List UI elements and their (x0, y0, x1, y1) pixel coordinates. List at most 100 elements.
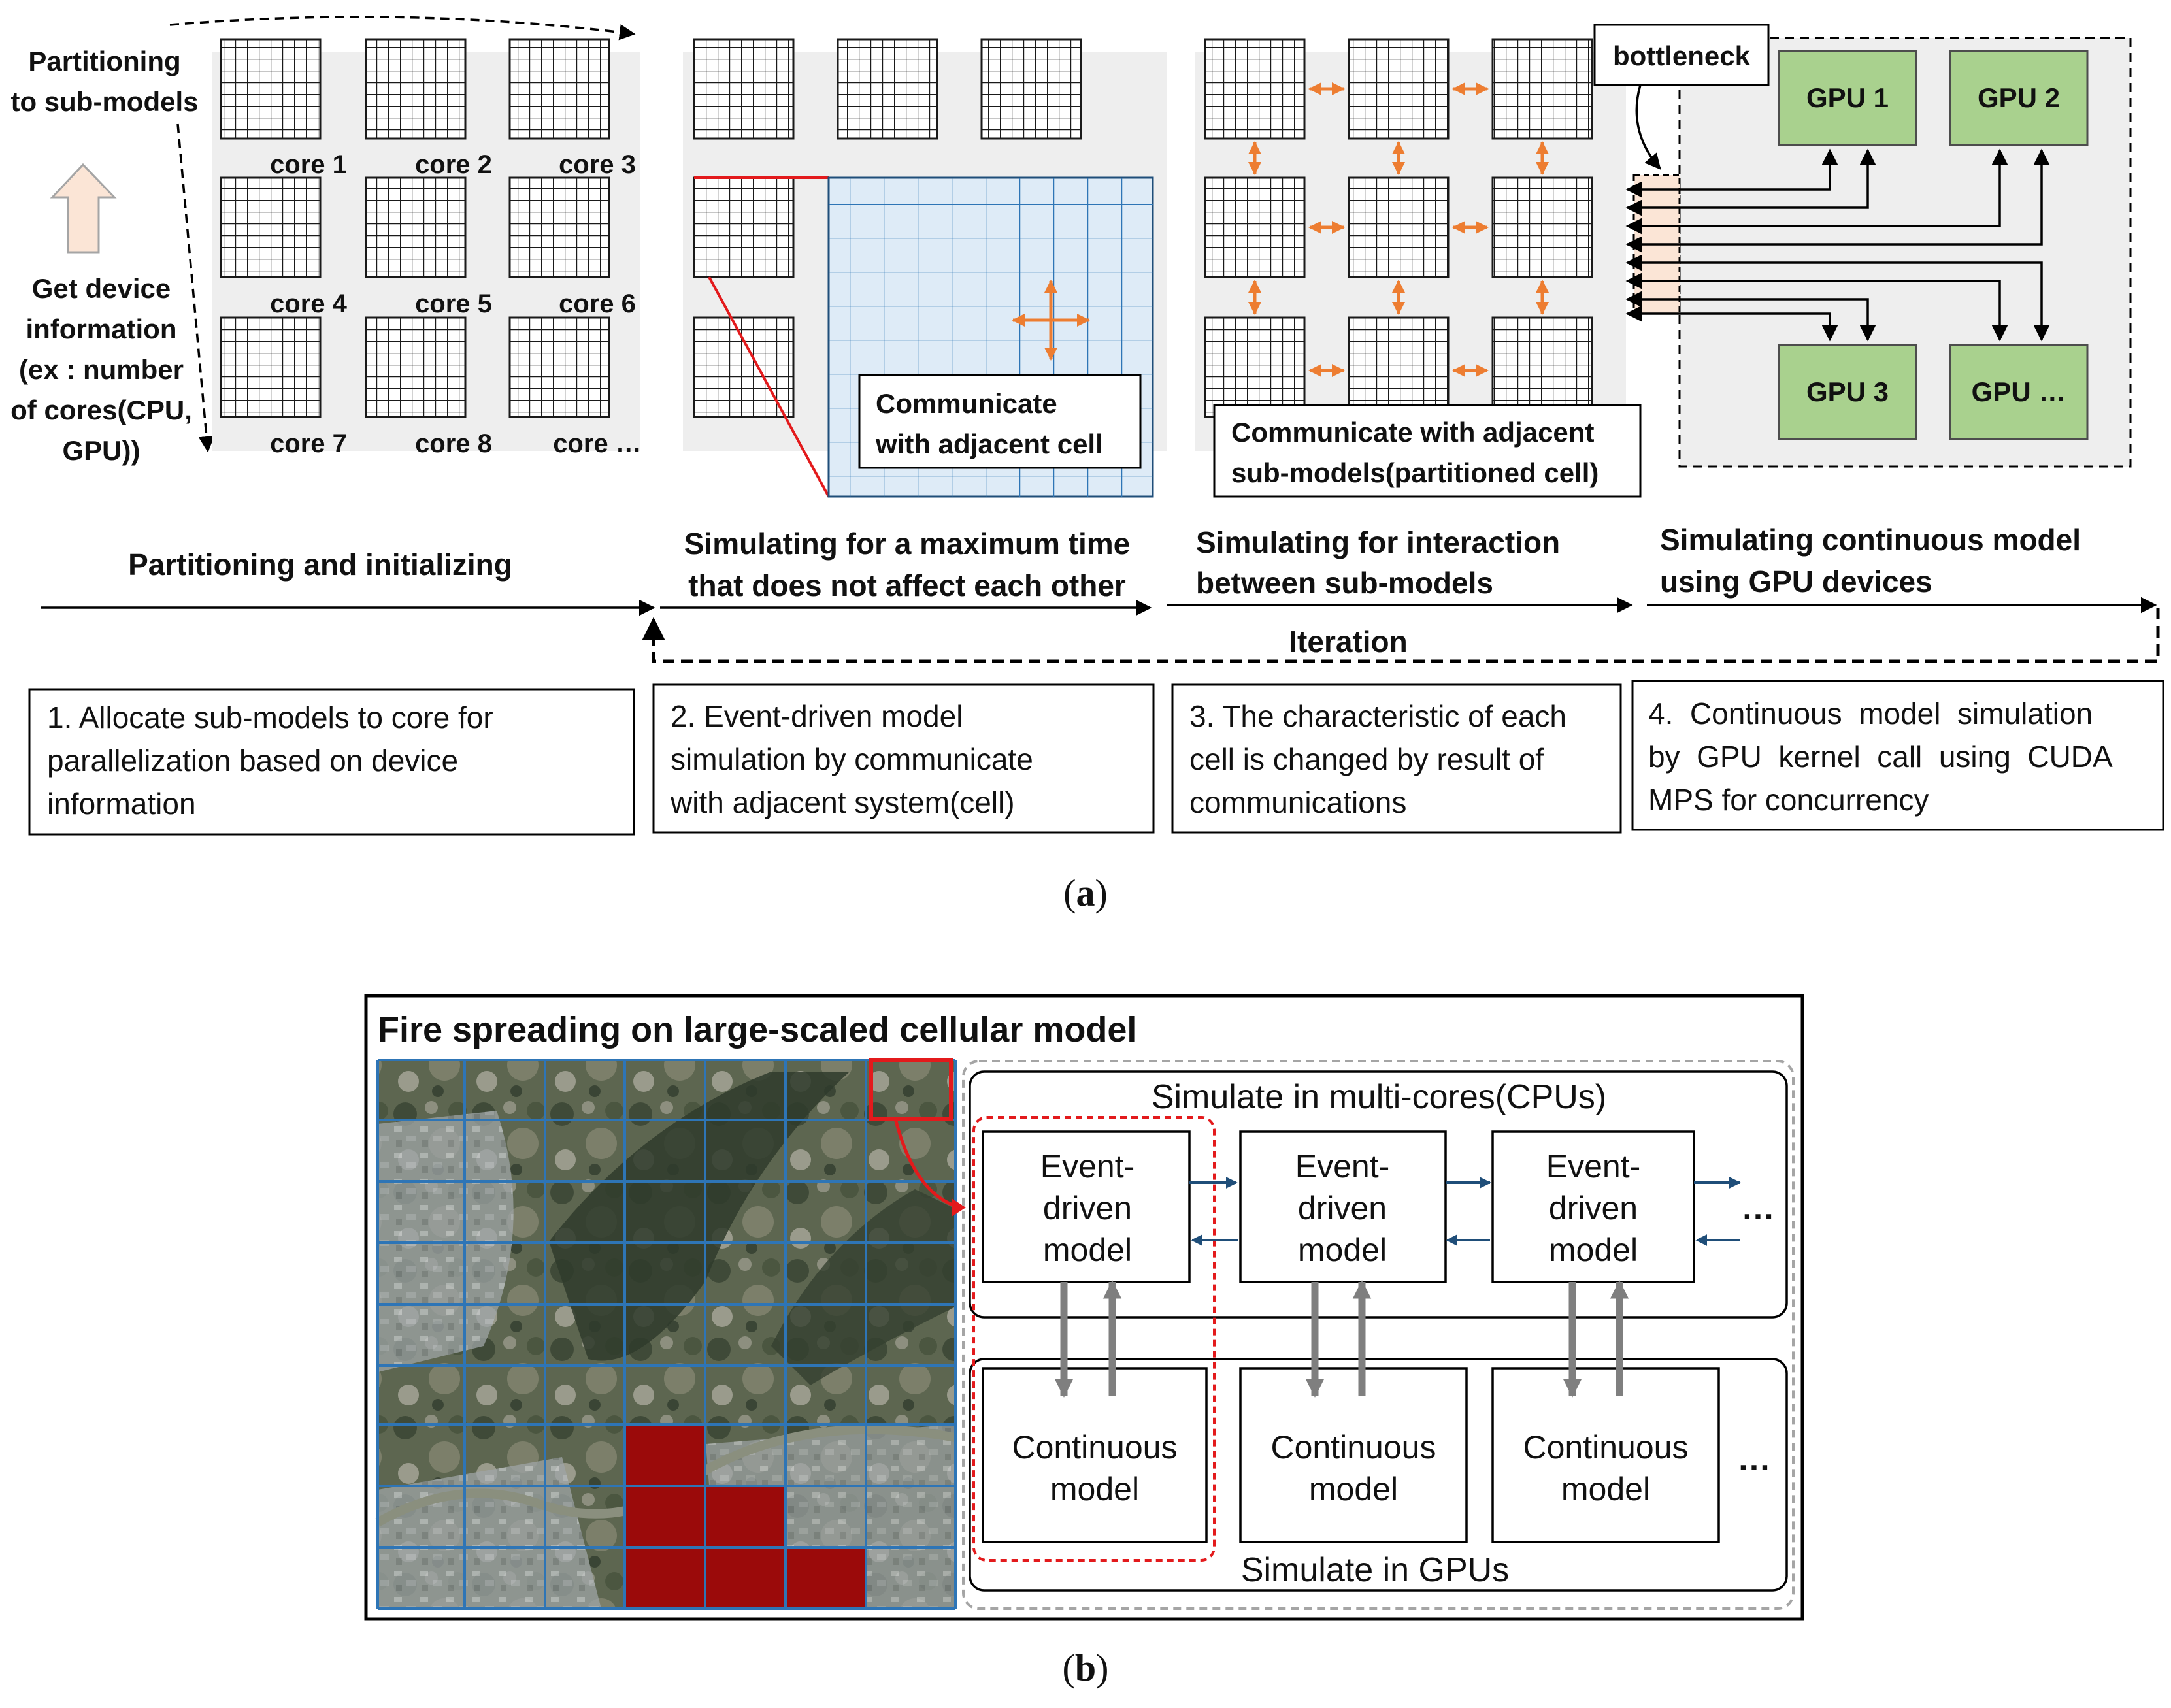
interaction-section: Communicate with adjacent sub-models(par… (1195, 38, 1642, 498)
gpu-bus-line (1625, 291, 1876, 342)
sub-model-block-grid (1205, 318, 1304, 417)
step-1-line1: 1. Allocate sub-models to core for (47, 700, 493, 734)
core-label: core 7 (270, 429, 347, 458)
selected-cell (869, 1058, 953, 1121)
gpu-1-box (1778, 50, 1917, 146)
continuous-model-2-line1: Continuous (1271, 1429, 1436, 1466)
caption-a-open: ( (1063, 872, 1076, 914)
gpu-bus-line (1625, 148, 2050, 253)
communicate-submodels-line1: Communicate with adjacent (1231, 417, 1594, 448)
core-block-grid (221, 39, 320, 139)
caption-a: (a) (1063, 872, 1108, 914)
event-ellipsis: … (1741, 1189, 1775, 1227)
gpu-group-label: Simulate in GPUs (1241, 1551, 1509, 1589)
phase-4-label-line1: Simulating continuous model (1660, 523, 2081, 557)
sub-model-block-grid (838, 39, 937, 139)
sub-model-block-grid (982, 39, 1081, 139)
selected-cell-arrow (893, 1118, 961, 1209)
gpu-section: bottleneck GPU 1 GPU 2 GPU 3 GPU … (1593, 24, 2132, 468)
gpu-3-label: GPU 3 (1806, 376, 1889, 407)
event-model-1-line1: Event- (1040, 1148, 1135, 1185)
core-block-grid (366, 318, 465, 417)
selected-cell-arrowhead (952, 1198, 966, 1217)
caption-a-close: ) (1095, 872, 1108, 914)
continuous-model-1 (982, 1367, 1208, 1543)
event-model-2-line1: Event- (1295, 1148, 1390, 1185)
continuous-ellipsis: … (1737, 1440, 1771, 1478)
sub-model-block-grid (694, 178, 793, 277)
device-note-line5: GPU)) (63, 435, 141, 466)
phase-2-label-line1: Simulating for a maximum time (684, 527, 1130, 561)
sub-model-block-grid (1205, 178, 1304, 277)
sub-model-block-grid (1205, 39, 1304, 139)
core-label: core 6 (559, 289, 636, 318)
map-forest-band (771, 1189, 955, 1385)
caption-b: (b) (1063, 1647, 1109, 1689)
gpu-2-label: GPU 2 (1978, 82, 2060, 113)
sub-model-block-grid (1493, 178, 1592, 277)
communicate-submodels-line2: sub-models(partitioned cell) (1231, 457, 1599, 488)
sub-model-block-grid (1493, 318, 1592, 417)
event-model-2-line3: model (1298, 1232, 1387, 1268)
step-2-line1: 2. Event-driven model (671, 699, 963, 733)
gpu-2-box (1949, 50, 2089, 146)
fire-cell (705, 1547, 786, 1609)
zoom-line-bottom (708, 276, 830, 497)
caption-a-letter: a (1076, 872, 1095, 914)
step-4-line1: 4. Continuous model simulation (1648, 697, 2093, 731)
core-label: core 1 (270, 150, 347, 179)
core-label: core 8 (415, 429, 492, 458)
step-4-line2: by GPU kernel call using CUDA (1648, 740, 2113, 774)
core-block-grid (366, 39, 465, 139)
communicate-cell-line1: Communicate (876, 388, 1057, 419)
event-model-3 (1491, 1130, 1695, 1283)
step-1-line2: parallelization based on device (47, 744, 458, 778)
sub-model-block-grid (1493, 39, 1592, 139)
architecture-diagram: Simulate in multi-cores(CPUs) Simulate i… (962, 1060, 1795, 1610)
partitioning-note-line2: to sub-models (10, 86, 198, 117)
step-4-box (1631, 680, 2164, 831)
iteration-loop (642, 608, 2160, 663)
event-model-3-line2: driven (1549, 1190, 1638, 1226)
partitioning-note-line1: Partitioning (28, 46, 180, 76)
event-model-1 (982, 1130, 1191, 1283)
continuous-model-3 (1491, 1367, 1720, 1543)
core-block-grid (510, 178, 609, 277)
highlight-column (972, 1116, 1216, 1562)
architecture-outer-dashed (962, 1060, 1795, 1610)
sub-model-block-grid (694, 39, 793, 139)
iteration-label: Iteration (1289, 625, 1407, 659)
up-arrow-icon (50, 163, 117, 254)
map-grid (376, 1059, 957, 1610)
gpu-bus-line (1625, 305, 1838, 342)
continuous-model-2 (1239, 1367, 1468, 1543)
core-block-grid (366, 178, 465, 277)
step-2-line3: with adjacent system(cell) (670, 785, 1015, 819)
continuous-model-3-line1: Continuous (1523, 1429, 1689, 1466)
event-model-2-line2: driven (1298, 1190, 1387, 1226)
device-note-line2: information (26, 314, 177, 344)
event-model-1-line2: driven (1043, 1190, 1132, 1226)
cpu-group-label: Simulate in multi-cores(CPUs) (1152, 1078, 1606, 1116)
device-dashed-arrow (176, 123, 215, 453)
fire-cell (625, 1486, 705, 1547)
step-1-box (28, 688, 635, 836)
continuous-model-2-line2: model (1309, 1471, 1398, 1507)
core-block-grid (221, 318, 320, 417)
sub-model-block-grid (1349, 318, 1448, 417)
step-3-line3: communications (1189, 785, 1406, 819)
phase-3-label-line1: Simulating for interaction (1196, 525, 1560, 559)
phase-1-label: Partitioning and initializing (128, 548, 512, 582)
continuous-model-1-line2: model (1050, 1471, 1139, 1507)
gpu-3-box (1778, 344, 1917, 440)
core-block-grid (221, 178, 320, 277)
core-label: core 2 (415, 150, 492, 179)
event-model-1-line3: model (1043, 1232, 1132, 1268)
fire-cell (625, 1424, 705, 1486)
bottleneck-label: bottleneck (1613, 41, 1751, 71)
core-label: core 4 (270, 289, 348, 318)
event-model-2 (1239, 1130, 1447, 1283)
caption-b-open: ( (1063, 1647, 1075, 1689)
gpu-n-label: GPU … (1972, 376, 2066, 407)
